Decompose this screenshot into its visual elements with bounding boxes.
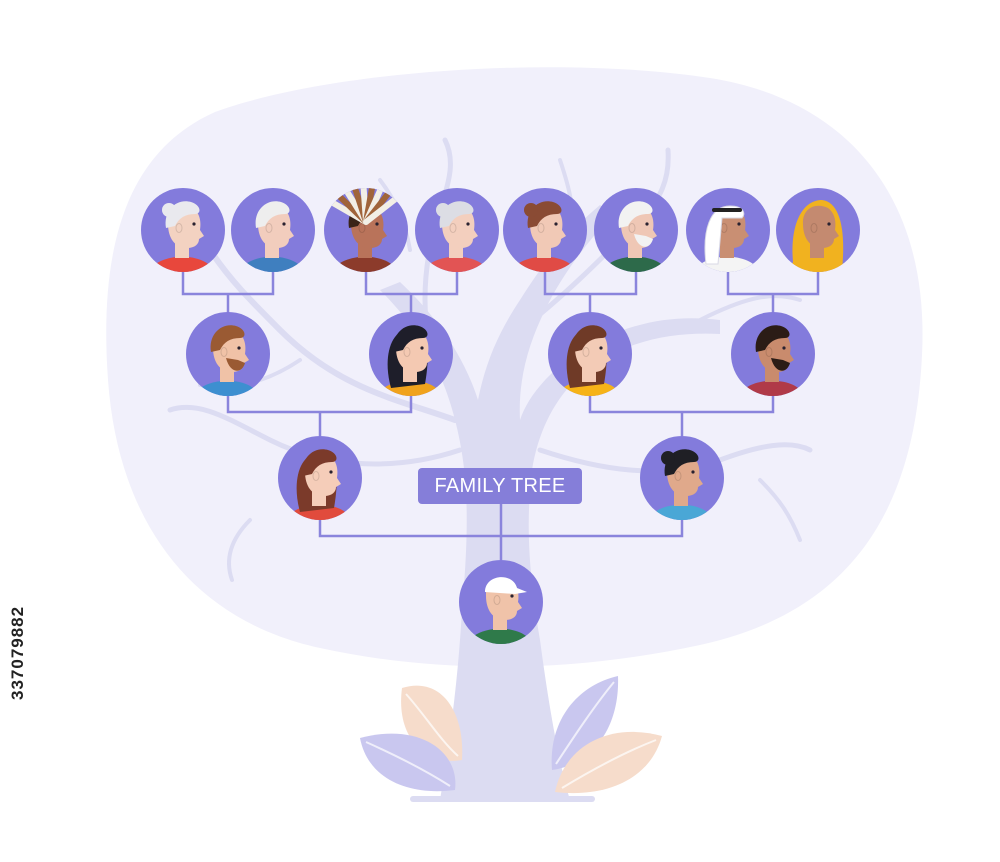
hair — [210, 325, 245, 352]
eye — [466, 222, 470, 226]
ear — [449, 223, 457, 233]
connectors — [181, 272, 820, 560]
connector — [181, 272, 275, 314]
beard — [771, 358, 790, 371]
agal — [712, 208, 742, 212]
eye — [510, 594, 514, 598]
person-node-gp2 — [369, 312, 453, 396]
beard — [226, 358, 245, 371]
person-nodes — [141, 188, 860, 644]
hair-bun — [661, 451, 675, 465]
tree-trunk — [380, 205, 720, 800]
connector — [588, 396, 775, 436]
connector — [543, 272, 638, 314]
ear — [175, 223, 183, 233]
person-node-ggp4 — [415, 188, 499, 272]
eye — [375, 222, 379, 226]
person-node-child — [459, 560, 543, 644]
hair-bun — [162, 203, 176, 217]
ear — [403, 347, 411, 357]
leaf-vein — [365, 681, 657, 789]
ear — [674, 471, 682, 481]
connector — [364, 272, 459, 314]
tree-branch — [758, 478, 802, 542]
beard — [634, 234, 653, 247]
eye — [827, 222, 831, 226]
keffiyeh — [704, 205, 745, 265]
ear — [358, 223, 366, 233]
avatar-portrait — [377, 325, 443, 396]
tree-branch — [698, 294, 802, 322]
hair — [302, 449, 337, 476]
eye — [192, 222, 196, 226]
connector — [318, 504, 684, 560]
hair-bun — [524, 203, 538, 217]
eye — [691, 470, 695, 474]
eye — [282, 222, 286, 226]
person-node-ggp6 — [594, 188, 678, 272]
eye — [645, 222, 649, 226]
eye — [420, 346, 424, 350]
stock-image-id: 337079882 — [8, 605, 27, 700]
hair — [618, 201, 653, 228]
connector — [726, 272, 820, 314]
ear — [765, 347, 773, 357]
tree-branch — [227, 518, 252, 582]
family-tree-title: FAMILY TREE — [418, 468, 582, 504]
cap — [485, 577, 527, 594]
ear — [810, 223, 818, 233]
hair — [572, 325, 607, 352]
person-node-ggp7 — [686, 188, 770, 272]
person-node-ggp8 — [776, 188, 860, 272]
feather — [363, 195, 399, 225]
person-node-ggp1 — [141, 188, 225, 272]
hair — [755, 325, 790, 352]
eye — [782, 346, 786, 350]
eye — [737, 222, 741, 226]
hair — [393, 325, 428, 352]
ear — [537, 223, 545, 233]
ear — [493, 595, 501, 605]
person-node-gp1 — [186, 312, 270, 396]
ground-line — [410, 796, 595, 802]
ear — [220, 347, 228, 357]
ear — [628, 223, 636, 233]
avatar-portrait — [694, 205, 760, 272]
leaves — [360, 676, 662, 794]
tree-branch — [167, 404, 463, 467]
eye — [237, 346, 241, 350]
hair-bun — [436, 203, 450, 217]
head — [802, 205, 839, 248]
ear — [582, 347, 590, 357]
ear — [312, 471, 320, 481]
hair — [255, 201, 290, 228]
ear — [265, 223, 273, 233]
connector — [226, 396, 413, 436]
person-node-ggp5 — [503, 188, 587, 272]
eye — [554, 222, 558, 226]
eye — [329, 470, 333, 474]
eye — [599, 346, 603, 350]
